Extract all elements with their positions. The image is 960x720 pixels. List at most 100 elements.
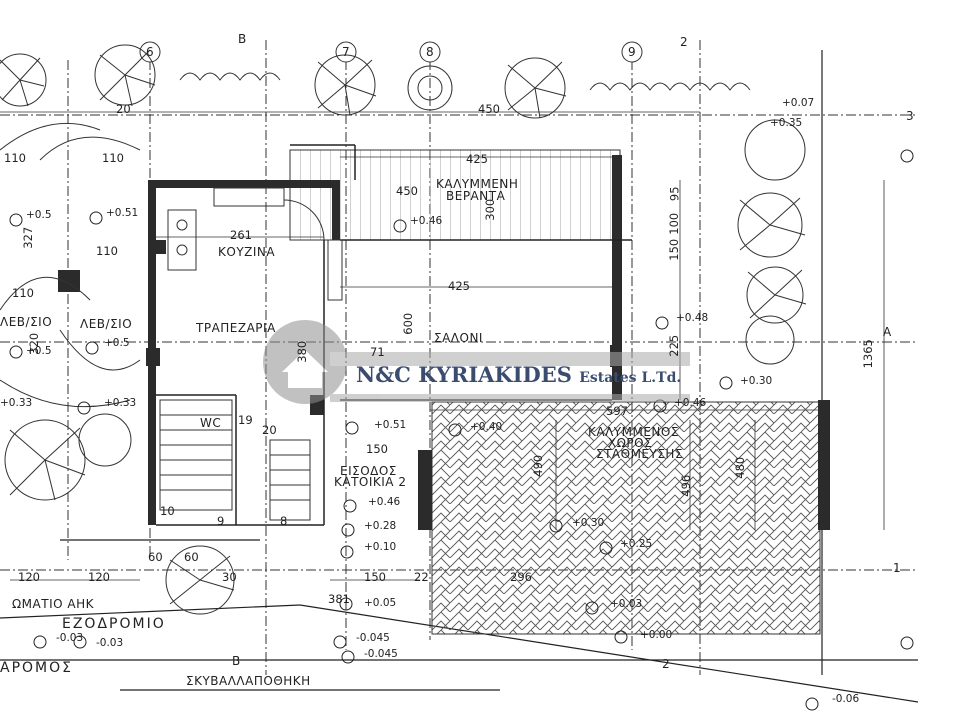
level-l1: +0.5 xyxy=(26,209,52,221)
level-l18: +0.30 xyxy=(740,375,773,387)
street-label-sidewalk: ΕΖΟΔΡΟΜΙΟ xyxy=(62,616,166,632)
level-l6: +0.33 xyxy=(0,397,33,409)
room-label-left-2: ΛΕΒ/ΣΙΟ xyxy=(80,317,133,331)
level-l9: +0.40 xyxy=(470,421,503,433)
level-l4: +0.5 xyxy=(26,345,52,357)
right-margin xyxy=(918,0,960,720)
landscaping xyxy=(0,44,807,615)
grid-label-3: 3 xyxy=(906,109,914,123)
dimension-71: 71 xyxy=(370,345,385,359)
dimension-60-a: 60 xyxy=(148,550,163,564)
level-l25: -0.06 xyxy=(832,693,860,705)
level-markers xyxy=(9,149,914,711)
room-label-left-1: ΛΕΒ/ΣΙΟ xyxy=(0,315,53,329)
tree-left-1 xyxy=(4,419,86,501)
level-l23: +0.46 xyxy=(674,397,707,409)
tree-left-2 xyxy=(78,413,132,467)
logo-brand: N&C xyxy=(356,362,411,387)
grid-label-b-bottom: B xyxy=(232,654,241,668)
grid-label-8: 8 xyxy=(426,45,434,59)
level-l22: +0.30 xyxy=(572,517,605,529)
level-l14: -0.045 xyxy=(356,632,390,644)
level-l8: +0.51 xyxy=(374,419,407,431)
grid-label-a: A xyxy=(883,325,892,339)
tree-right-4 xyxy=(745,315,795,365)
grid-label-6: 6 xyxy=(146,45,154,59)
dimension-150-b: 150 xyxy=(364,570,386,584)
dimension-110-a: 110 xyxy=(4,151,26,165)
dimension-8: 8 xyxy=(280,514,288,528)
room-label-veranda-1: ΚΑΛΥΜΜΕΝΗ xyxy=(436,177,519,191)
level-l16: -0.03 xyxy=(56,632,84,644)
grid-label-1: 1 xyxy=(893,561,901,575)
level-l3: +0.46 xyxy=(410,215,443,227)
dimension-490: 490 xyxy=(531,454,546,477)
dimension-120-b: 120 xyxy=(18,570,40,584)
room-label-kitchen: ΚΟΥΖΙΝΑ xyxy=(218,245,276,259)
dimension-150-v: 150 xyxy=(667,238,682,261)
level-l2: +0.51 xyxy=(106,207,139,219)
dimension-120-c: 120 xyxy=(88,570,110,584)
tree-4 xyxy=(407,65,453,111)
room-label-dining: ΤΡΑΠΕΖΑΡΙΑ xyxy=(196,321,276,335)
tree-1 xyxy=(0,53,47,107)
logo-name: KYRIAKIDES xyxy=(418,362,572,387)
level-l13: +0.05 xyxy=(364,597,397,609)
level-l7: +0.33 xyxy=(104,397,137,409)
dimension-381: 381 xyxy=(328,592,350,606)
level-l11: +0.28 xyxy=(364,520,397,532)
dimension-100: 100 xyxy=(667,212,682,235)
tree-right-2 xyxy=(737,192,806,258)
room-label-parking-2: ΧΩΡΟΣ xyxy=(608,436,653,450)
dimension-597: 597 xyxy=(606,404,628,418)
room-label-living: ΣΑΛΟΝΙ xyxy=(434,331,483,345)
dimension-425-living: 425 xyxy=(448,279,470,293)
dimension-450-mid: 450 xyxy=(396,184,418,198)
level-l15: -0.045 xyxy=(364,648,398,660)
tree-bottom xyxy=(165,545,235,615)
level-l10: +0.46 xyxy=(368,496,401,508)
street-label-road: ΑΡΟΜΟΣ xyxy=(0,660,73,676)
kitchen-counter xyxy=(167,187,343,301)
dimension-1365: 1365 xyxy=(860,339,875,369)
room-label-entrance-2: ΚΑΤΟΙΚΙΑ 2 xyxy=(334,475,407,489)
level-l17: -0.03 xyxy=(96,637,124,649)
dimension-20: 20 xyxy=(116,102,131,116)
label-bin-store: ΣΚΥΒΑΛΛΑΠΟΘΗΚΗ xyxy=(186,674,311,688)
logo-house-mark xyxy=(263,320,690,404)
tree-5 xyxy=(504,57,567,119)
tree-2 xyxy=(94,44,156,107)
dimension-60-b: 60 xyxy=(184,550,199,564)
room-label-wc: WC xyxy=(200,416,222,430)
dimension-10: 10 xyxy=(160,504,175,518)
level-l26: +0.35 xyxy=(770,117,803,129)
level-l20: +0.03 xyxy=(610,598,643,610)
dimension-110-b: 110 xyxy=(102,151,124,165)
dimension-110-d: 110 xyxy=(12,286,34,300)
level-l5: +0.5 xyxy=(104,337,130,349)
grid-label-7: 7 xyxy=(342,45,350,59)
dimension-327: 327 xyxy=(21,226,36,249)
tree-left-top xyxy=(0,122,141,161)
dimension-296: 296 xyxy=(510,570,532,584)
room-label-veranda-2: ΒΕΡΑΝΤΑ xyxy=(446,189,506,203)
dimension-225: 225 xyxy=(667,334,682,357)
tree-right-3 xyxy=(746,266,807,324)
left-curves xyxy=(0,276,141,408)
dimension-450-top: 450 xyxy=(478,102,500,116)
dimension-95: 95 xyxy=(667,186,682,202)
room-label-entrance-1: ΕΙΣΟΔΟΣ xyxy=(340,464,397,478)
tree-right-1 xyxy=(744,119,806,181)
grid-label-2-top: 2 xyxy=(680,35,688,49)
stair xyxy=(159,399,311,521)
dimension-496: 496 xyxy=(679,474,694,497)
room-label-parking-3: ΣΤΑΘΜΕΥΣΗΣ xyxy=(596,447,684,461)
dimension-30: 30 xyxy=(222,570,237,584)
site-boundary xyxy=(0,50,919,703)
level-l12: +0.10 xyxy=(364,541,397,553)
dimension-480: 480 xyxy=(733,456,748,479)
dimension-600: 600 xyxy=(401,312,416,335)
level-l27: +0.07 xyxy=(782,97,815,109)
grid-label-9: 9 xyxy=(628,45,636,59)
